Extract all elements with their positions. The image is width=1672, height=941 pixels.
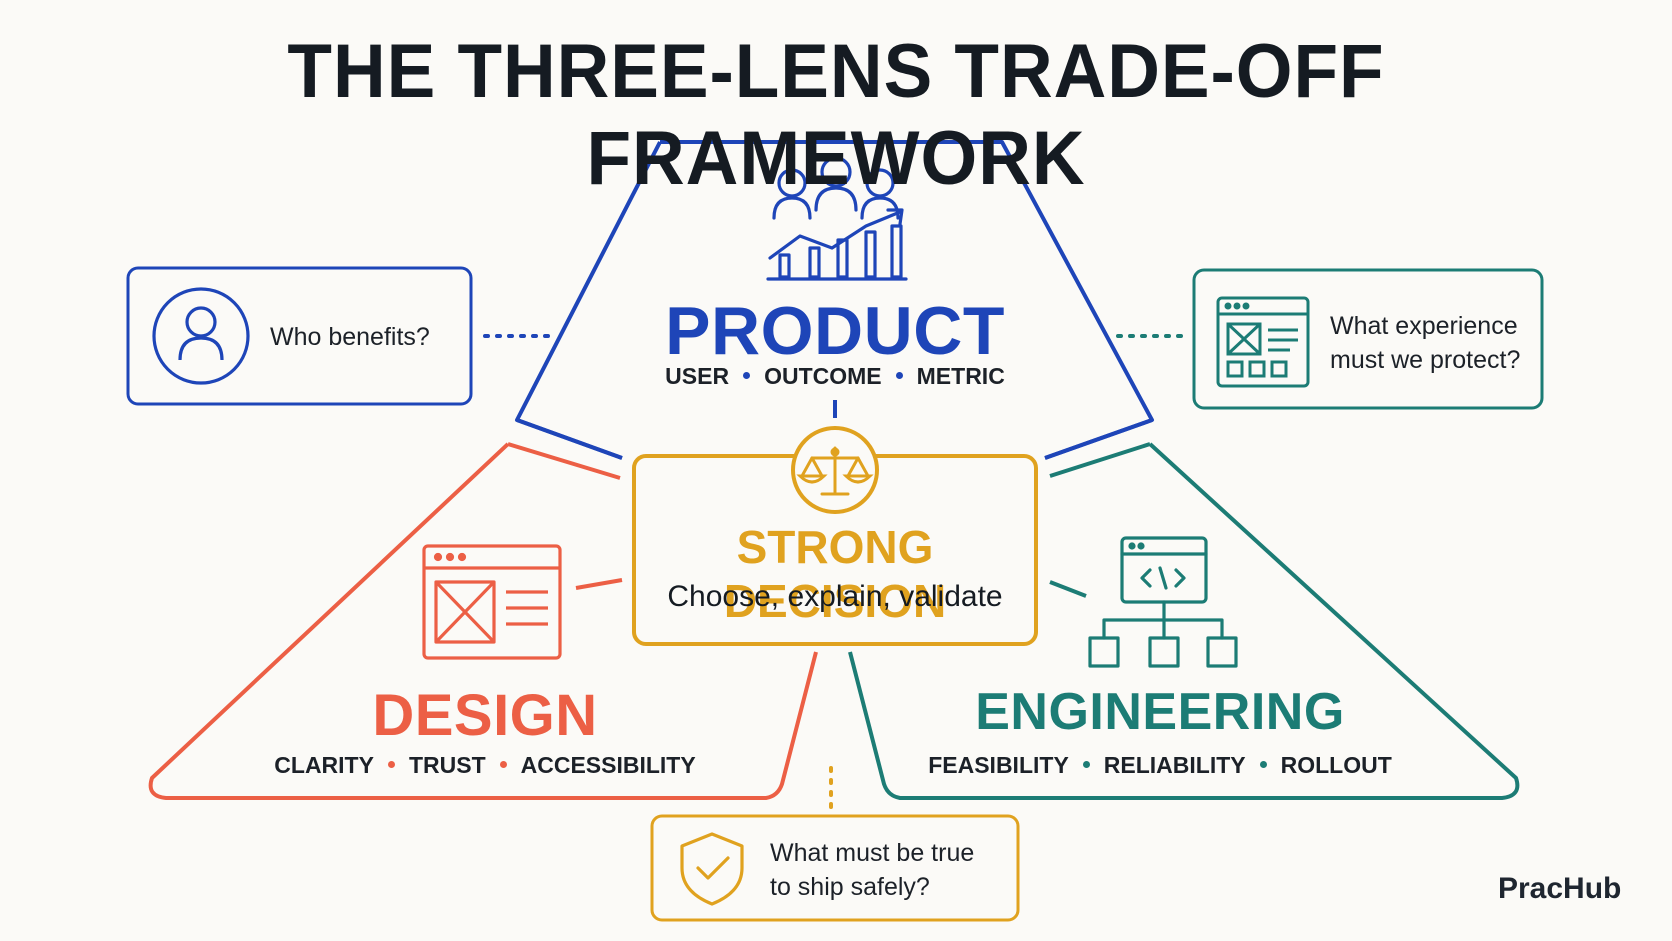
engineering-keyword: FEASIBILITY — [928, 752, 1069, 778]
question-engineering-line: to ship safely? — [770, 873, 930, 901]
question-engineering-text: What must be true to ship safely? — [770, 836, 974, 904]
decision-subtitle: Choose, explain, validate — [667, 580, 1003, 613]
balance-scale-icon — [796, 446, 874, 496]
design-keywords: CLARITY TRUST ACCESSIBILITY — [230, 752, 740, 779]
design-label: DESIGN — [372, 683, 598, 748]
question-box-engineering — [650, 814, 1020, 922]
design-keyword: CLARITY — [274, 752, 374, 778]
product-keywords: USER OUTCOME METRIC — [585, 363, 1085, 390]
team-growth-chart-icon — [766, 156, 908, 281]
product-label: PRODUCT — [665, 293, 1005, 369]
decision-label: STRONG DECISION — [723, 521, 947, 627]
question-design-text: What experience must we protect? — [1330, 309, 1520, 377]
question-design-line: What experience — [1330, 312, 1518, 340]
design-lens-shape — [148, 442, 818, 800]
engineering-label: ENGINEERING — [975, 683, 1345, 741]
question-engineering-line: What must be true — [770, 839, 975, 867]
question-box-product — [126, 266, 473, 406]
product-keyword: OUTCOME — [764, 363, 882, 389]
wireframe-layout-icon — [422, 544, 562, 660]
product-keyword: METRIC — [916, 363, 1005, 389]
question-box-design — [1192, 268, 1544, 410]
shield-check-icon — [680, 832, 744, 906]
question-design-line: must we protect? — [1330, 346, 1521, 374]
engineering-keywords: FEASIBILITY RELIABILITY ROLLOUT — [920, 752, 1400, 779]
product-keyword: USER — [665, 363, 730, 389]
brand-logo: PracHub — [1498, 872, 1622, 905]
question-product-text: Who benefits? — [270, 323, 430, 351]
user-icon — [152, 287, 250, 385]
layout-window-icon — [1216, 296, 1310, 388]
design-keyword: TRUST — [408, 752, 486, 778]
code-hierarchy-icon — [1088, 536, 1238, 668]
engineering-keyword: RELIABILITY — [1103, 752, 1246, 778]
page-title: THE THREE-LENS TRADE-OFF FRAMEWORK — [287, 29, 1385, 201]
engineering-keyword: ROLLOUT — [1280, 752, 1392, 778]
design-keyword: ACCESSIBILITY — [520, 752, 696, 778]
engineering-lens-shape — [848, 442, 1520, 800]
